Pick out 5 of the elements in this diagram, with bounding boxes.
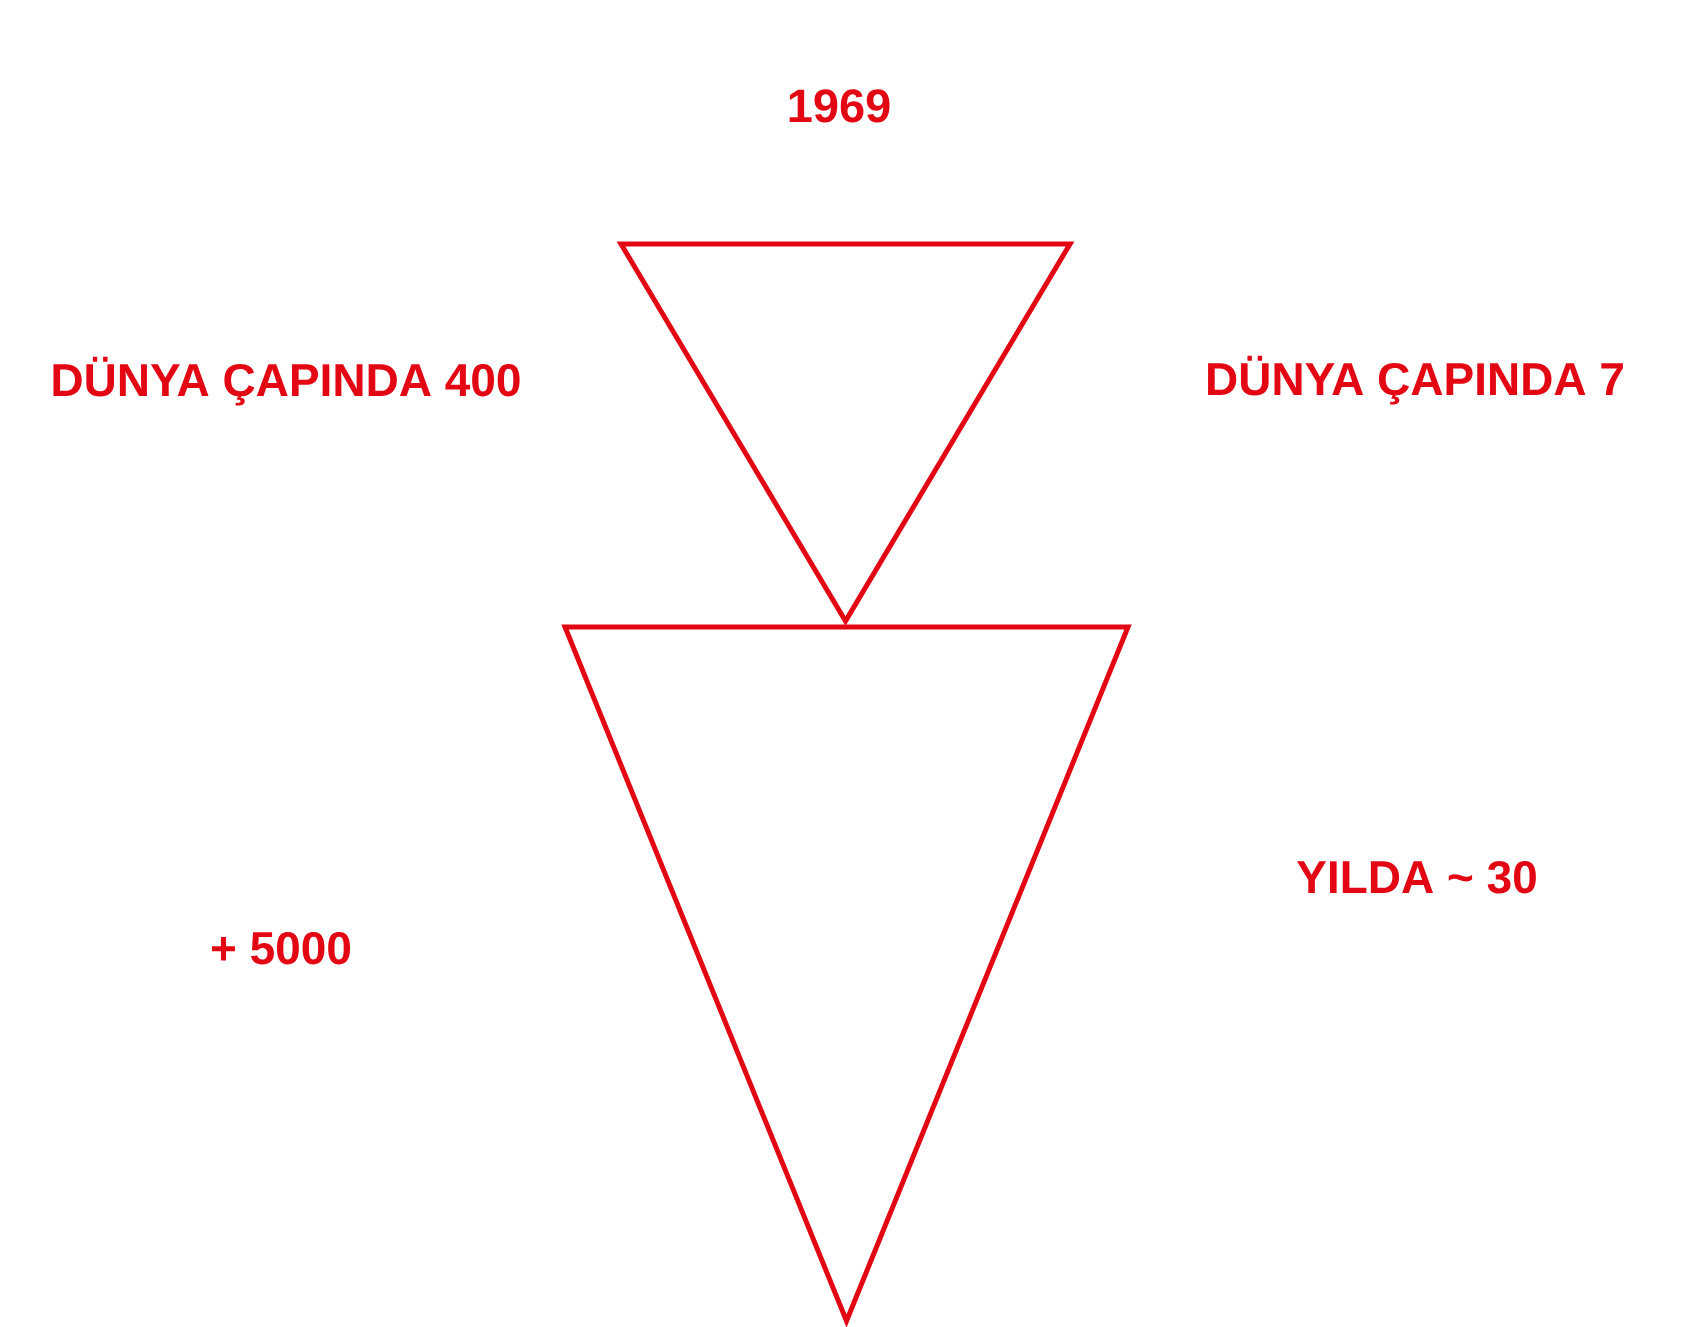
label-text: DÜNYA ÇAPINDA 400 — [53, 356, 520, 406]
label-text: + 5000 — [211, 931, 351, 965]
label-text: DÜNYA ÇAPINDA 7 — [1208, 355, 1623, 405]
label-text: 1969 — [789, 89, 890, 123]
label-text: YILDA ~ 30 — [1297, 860, 1536, 894]
